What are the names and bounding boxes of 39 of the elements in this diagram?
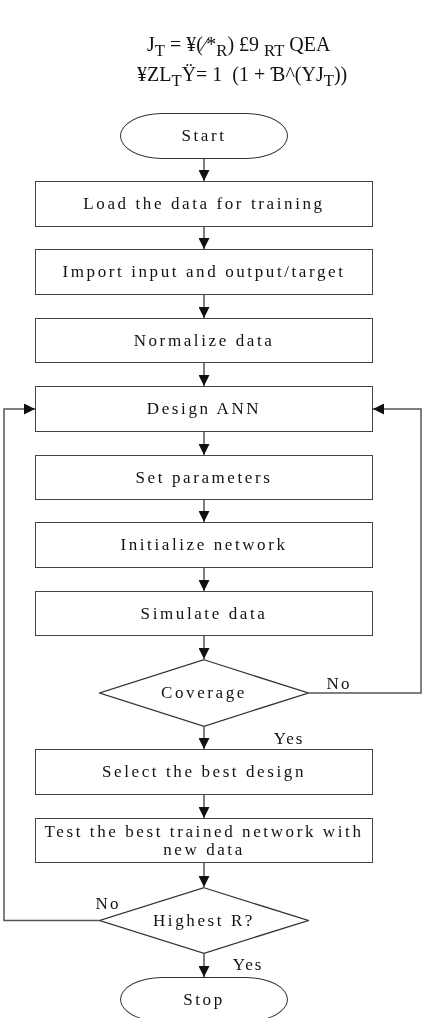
terminal-text: Start (181, 127, 227, 145)
decision-text: Coverage (161, 684, 247, 702)
process-box (35, 318, 373, 363)
step-text: Set parameters (135, 468, 273, 487)
arrow (198, 567, 210, 592)
process-box (35, 749, 373, 795)
step-text: Import input and output/target (62, 263, 346, 281)
arrow (198, 726, 210, 750)
decision-text: Highest R? (153, 911, 255, 930)
arrow (198, 226, 210, 250)
step-text: Test the best trained network with new data (43, 822, 365, 859)
process-box (35, 522, 373, 568)
arrow (308, 403, 422, 694)
arrow (198, 294, 210, 319)
terminal-text: Stop (183, 990, 225, 1009)
arrow (198, 794, 210, 819)
process-box (35, 249, 373, 295)
process-box (35, 386, 373, 432)
step-text: Initialize network (120, 536, 288, 554)
process-box (35, 181, 373, 227)
arrow (198, 862, 210, 888)
step-text: Simulate data (140, 604, 268, 623)
step-text: Load the data for training (83, 195, 325, 213)
arrow (198, 158, 210, 182)
arrow (198, 499, 210, 523)
step-text: Design ANN (146, 400, 262, 418)
formula-text: ¥ZL$_{T}$Ÿ= 1 (1 + Ɓ^(YJ$_{T}$)) (137, 64, 348, 90)
decision-diamond (99, 659, 309, 727)
arrow (198, 431, 210, 456)
step-text: Select the best design (102, 763, 306, 781)
formula-text: J$_{T}$ = ¥(⁄*$_{R}$) £9 $_{RT}$ QEA (147, 34, 331, 60)
arrow (3, 403, 100, 922)
process-box (35, 455, 373, 500)
process-box (35, 818, 373, 863)
arrow (198, 362, 210, 387)
arrow (198, 953, 210, 978)
process-box (35, 591, 373, 636)
step-text: Normalize data (133, 331, 275, 350)
arrow (198, 635, 210, 660)
